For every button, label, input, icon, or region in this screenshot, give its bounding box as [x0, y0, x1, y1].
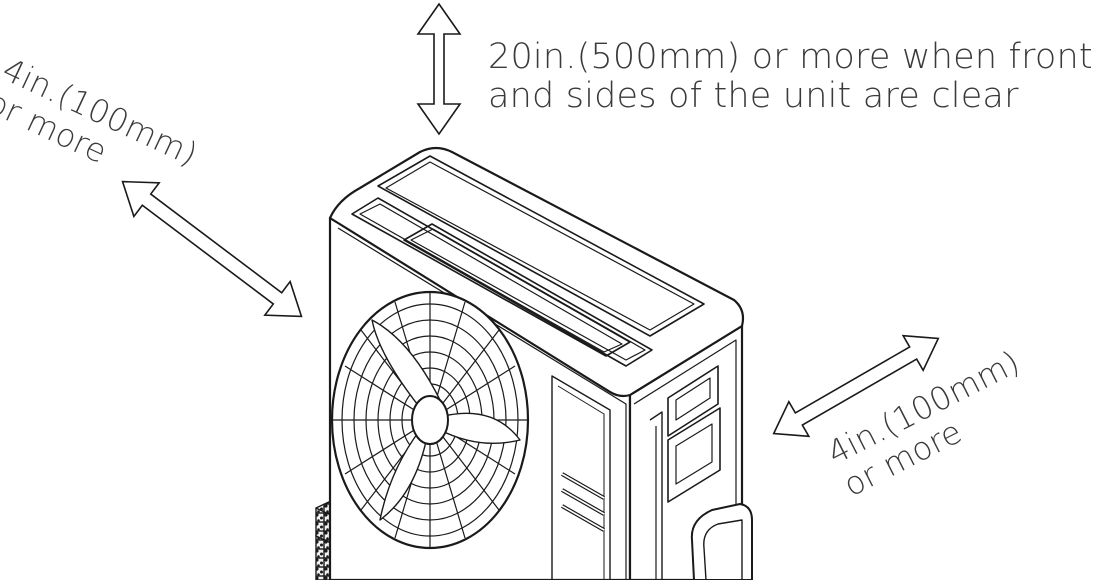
outdoor-unit-icon: [328, 146, 753, 580]
top-clearance-label-line2: and sides of the unit are clear: [488, 76, 1019, 117]
top-clearance-arrow-icon: [416, 2, 462, 136]
top-clearance-label-line1: 20in.(500mm) or more when front: [488, 37, 1093, 77]
fan-grill: [330, 290, 530, 550]
left-clearance-arrow-icon: [121, 180, 303, 318]
top-clearance-label: 20in.(500mm) or more when front and side…: [488, 37, 1093, 117]
right-clearance-arrow-icon: [772, 334, 940, 438]
